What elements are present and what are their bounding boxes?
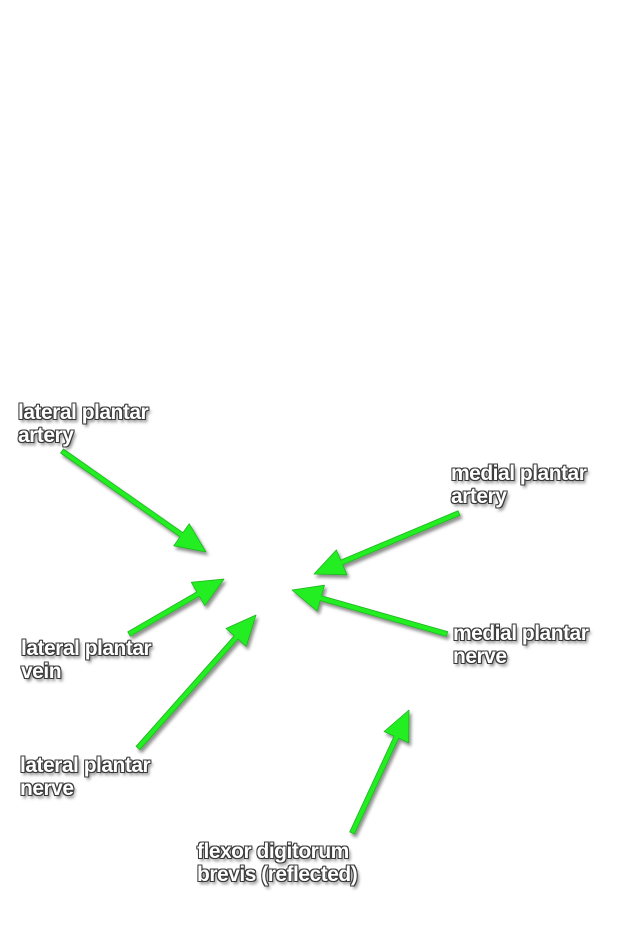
label-medial-plantar-nerve-line2: nerve bbox=[453, 645, 507, 668]
label-lateral-plantar-nerve-line1: lateral plantar bbox=[20, 754, 151, 777]
label-lateral-plantar-vein: lateral plantar vein bbox=[21, 637, 152, 683]
arrow-lateral-plantar-artery bbox=[60, 448, 207, 553]
label-medial-plantar-artery: medial plantar artery bbox=[451, 462, 587, 508]
arrow-lateral-plantar-vein bbox=[127, 578, 225, 637]
label-lateral-plantar-nerve-line2: nerve bbox=[20, 777, 74, 800]
arrow-medial-plantar-nerve bbox=[291, 584, 449, 637]
arrow-medial-plantar-artery bbox=[313, 510, 461, 576]
label-flexor-digitorum-brevis-line2: brevis (reflected) bbox=[197, 863, 358, 886]
label-lateral-plantar-nerve: lateral plantar nerve bbox=[20, 754, 151, 800]
label-lateral-plantar-artery-line1: lateral plantar bbox=[18, 401, 149, 424]
label-lateral-plantar-artery: lateral plantar artery bbox=[18, 401, 149, 447]
label-flexor-digitorum-brevis-line1: flexor digitorum bbox=[197, 840, 349, 863]
label-flexor-digitorum-brevis: flexor digitorum brevis (reflected) bbox=[197, 840, 358, 886]
label-lateral-plantar-vein-line1: lateral plantar bbox=[21, 637, 152, 660]
label-medial-plantar-nerve-line1: medial plantar bbox=[453, 622, 589, 645]
label-medial-plantar-nerve: medial plantar nerve bbox=[453, 622, 589, 668]
label-lateral-plantar-vein-line2: vein bbox=[21, 660, 62, 683]
label-medial-plantar-artery-line2: artery bbox=[451, 485, 507, 508]
label-lateral-plantar-artery-line2: artery bbox=[18, 424, 74, 447]
label-medial-plantar-artery-line1: medial plantar bbox=[451, 462, 587, 485]
arrow-lateral-plantar-nerve bbox=[135, 614, 257, 751]
arrow-flexor-digitorum-brevis bbox=[349, 709, 410, 835]
